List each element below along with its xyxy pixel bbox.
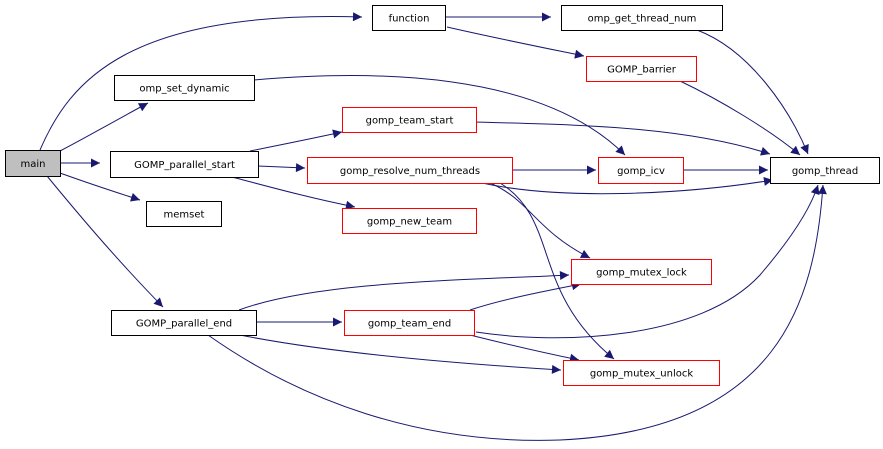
node-label: omp_get_thread_num — [588, 14, 697, 25]
node-label: gomp_resolve_num_threads — [340, 166, 480, 177]
node-box — [146, 201, 222, 227]
node-box — [111, 310, 257, 336]
node-box — [598, 157, 684, 184]
node-box — [563, 360, 720, 386]
edge-gomp_team_end-to-gomp_mutex_unlock — [469, 334, 580, 363]
node-label: gomp_team_end — [368, 319, 451, 330]
edge-GOMP_parallel_start-to-gomp_resolve_num_threads — [257, 163, 306, 173]
edge-GOMP_parallel_start-to-gomp_team_start — [249, 129, 343, 152]
node-GOMP_parallel_start[interactable]: GOMP_parallel_start — [110, 151, 259, 178]
edge-gomp_resolve_num_threads-to-gomp_thread — [481, 176, 774, 195]
node-box — [561, 5, 723, 31]
node-label: gomp_new_team — [367, 217, 452, 228]
edge-gomp_team_end-to-gomp_thread — [475, 184, 820, 339]
node-label: main — [21, 159, 46, 170]
node-gomp_thread[interactable]: gomp_thread — [770, 157, 880, 184]
node-gomp_mutex_lock[interactable]: gomp_mutex_lock — [571, 259, 712, 285]
node-box — [342, 107, 477, 133]
node-gomp_new_team[interactable]: gomp_new_team — [342, 208, 477, 234]
node-box — [372, 5, 446, 31]
node-box — [571, 259, 712, 285]
edge-GOMP_parallel_end-to-gomp_mutex_lock — [238, 271, 570, 311]
node-label: function — [389, 14, 430, 25]
node-gomp_resolve_num_threads[interactable]: gomp_resolve_num_threads — [307, 157, 513, 184]
node-memset[interactable]: memset — [146, 201, 222, 227]
edge-main-to-function — [39, 12, 363, 151]
edge-GOMP_parallel_end-to-gomp_thread — [207, 184, 827, 441]
edge-gomp_resolve_num_threads-to-gomp_mutex_unlock — [499, 182, 615, 360]
node-label: omp_set_dynamic — [139, 84, 229, 95]
edge-main-to-memset — [59, 172, 141, 202]
edge-GOMP_parallel_start-to-gomp_new_team — [231, 176, 356, 210]
node-GOMP_barrier[interactable]: GOMP_barrier — [586, 56, 697, 82]
node-gomp_icv[interactable]: gomp_icv — [598, 157, 684, 184]
node-label: GOMP_parallel_start — [134, 160, 235, 171]
node-label: memset — [164, 210, 205, 221]
edge-main-to-GOMP_parallel_end — [46, 175, 164, 308]
edges — [39, 12, 827, 441]
node-label: gomp_thread — [792, 166, 858, 177]
node-label: gomp_mutex_unlock — [590, 369, 694, 380]
node-box — [344, 310, 475, 336]
node-main[interactable]: main — [5, 150, 61, 177]
edge-main-to-omp_set_dynamic — [59, 102, 149, 152]
node-gomp_team_end[interactable]: gomp_team_end — [344, 310, 475, 336]
node-omp_get_thread_num[interactable]: omp_get_thread_num — [561, 5, 723, 31]
node-GOMP_parallel_end[interactable]: GOMP_parallel_end — [111, 310, 257, 336]
edge-GOMP_parallel_end-to-gomp_mutex_unlock — [239, 334, 562, 374]
node-box — [114, 75, 255, 101]
node-label: gomp_icv — [617, 166, 665, 177]
node-omp_set_dynamic[interactable]: omp_set_dynamic — [114, 75, 255, 101]
edge-gomp_resolve_num_threads-to-gomp_mutex_lock — [489, 182, 591, 259]
edge-GOMP_barrier-to-gomp_thread — [679, 80, 801, 156]
edge-omp_get_thread_num-to-gomp_thread — [696, 29, 809, 155]
node-box — [342, 208, 477, 234]
node-box — [110, 151, 259, 178]
edge-function-to-GOMP_barrier — [446, 26, 585, 59]
node-function[interactable]: function — [372, 5, 446, 31]
node-box — [5, 150, 61, 177]
edge-omp_set_dynamic-to-gomp_icv — [253, 75, 626, 156]
nodes: main function omp_set_dynamicGOMP_parallel… — [5, 5, 880, 386]
node-box — [307, 157, 513, 184]
node-gomp_mutex_unlock[interactable]: gomp_mutex_unlock — [563, 360, 720, 386]
edge-gomp_team_start-to-gomp_thread — [475, 121, 771, 156]
node-gomp_team_start[interactable]: gomp_team_start — [342, 107, 477, 133]
node-label: GOMP_parallel_end — [136, 319, 232, 330]
node-box — [770, 157, 880, 184]
node-label: gomp_team_start — [366, 116, 454, 127]
node-label: GOMP_barrier — [607, 65, 677, 76]
node-box — [586, 56, 697, 82]
edge-gomp_team_end-to-gomp_mutex_lock — [469, 281, 582, 311]
node-label: gomp_mutex_lock — [596, 268, 687, 279]
